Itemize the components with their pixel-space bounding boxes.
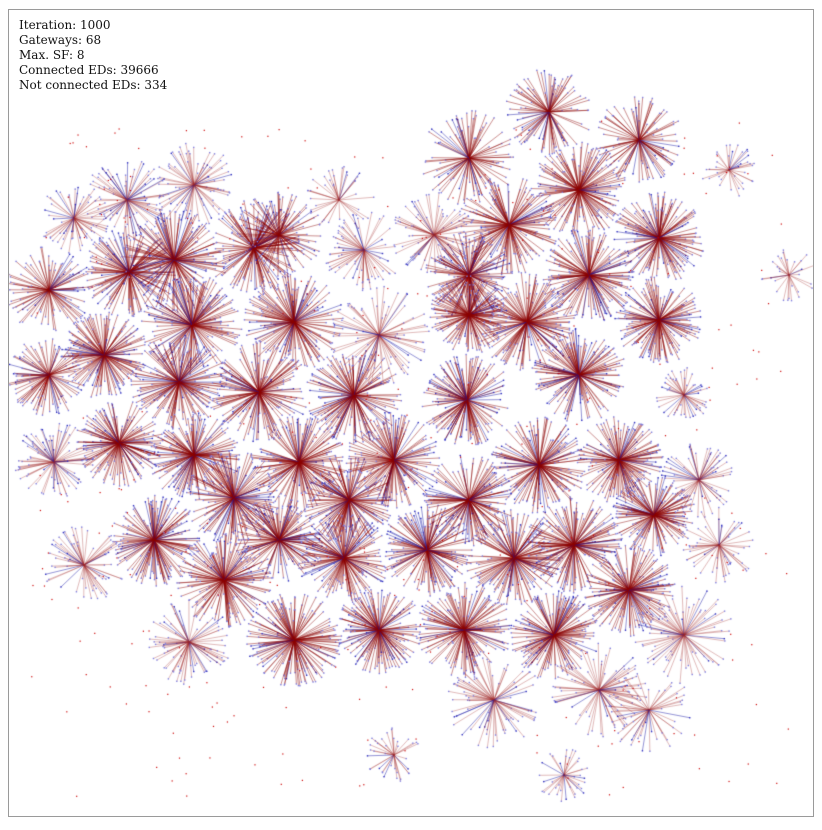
gateways-label: Gateways: 68 [19,33,102,47]
stats-overlay: Iteration: 1000 Gateways: 68 Max. SF: 8 … [19,18,167,93]
not-connected-eds-label: Not connected EDs: 334 [19,78,168,92]
iteration-label: Iteration: 1000 [19,18,111,32]
simulation-canvas-frame: Iteration: 1000 Gateways: 68 Max. SF: 8 … [8,9,814,817]
connected-eds-label: Connected EDs: 39666 [19,63,159,77]
max-sf-label: Max. SF: 8 [19,48,85,62]
network-map-canvas[interactable] [9,10,813,816]
